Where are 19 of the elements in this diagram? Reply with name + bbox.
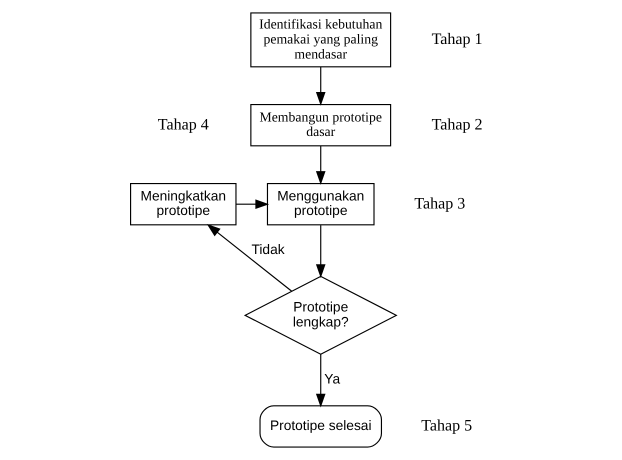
arrow <box>316 225 326 278</box>
node-label: Tahap 5 <box>421 418 472 435</box>
node-box: Meningkatkan prototipe <box>130 183 237 226</box>
node-box: Membangun prototipe dasar <box>250 104 392 146</box>
arrow <box>316 354 326 408</box>
node-box: Identifikasi kebutuhan pemakai yang paling mendasar <box>250 12 392 68</box>
arrow <box>316 146 326 185</box>
edge-label: Tidak <box>252 242 285 258</box>
node-label: Tahap 4 <box>158 116 209 134</box>
node-box: Prototipe selesai <box>259 405 382 448</box>
edge-label: Ya <box>324 372 340 387</box>
arrow <box>316 66 326 106</box>
node-diamond: Prototipe lengkap? <box>244 276 398 355</box>
arrow <box>236 199 270 210</box>
node-box: Menggunakan prototipe <box>266 183 375 226</box>
node-label: Tahap 1 <box>432 31 483 48</box>
arrow <box>206 224 292 292</box>
node-label: Tahap 2 <box>432 116 483 134</box>
node-label: Tahap 3 <box>414 195 466 212</box>
